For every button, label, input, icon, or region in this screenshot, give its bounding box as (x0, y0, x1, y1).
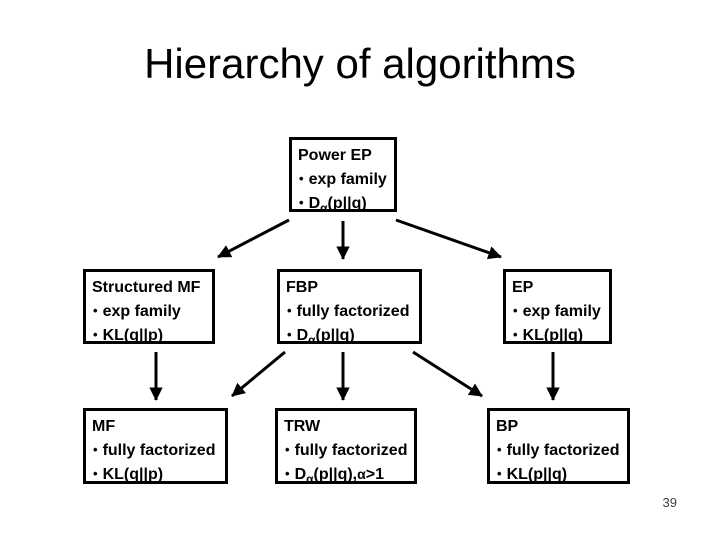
box-title: FBP (286, 279, 318, 296)
bullet-icon: • (93, 466, 98, 481)
bullet-text: exp family (308, 171, 387, 188)
bullet-text: D (308, 195, 321, 212)
bullet-text: exp family (522, 303, 601, 320)
box-title: TRW (284, 418, 321, 435)
box-bullets: • exp family • KL(q||p) (92, 299, 212, 347)
bullet-text: D (294, 466, 307, 483)
box-bullets: • fully factorized • KL(p||q) (496, 438, 627, 486)
bullet-line: • exp family (298, 167, 394, 191)
bullet-icon: • (93, 327, 98, 342)
bullet-line: • fully factorized (92, 438, 225, 462)
bullet-line: • KL(q||p) (92, 323, 212, 347)
box-fbp: FBP • fully factorized • Dα(p||q) (277, 269, 422, 347)
bullet-line: • fully factorized (284, 438, 414, 462)
bullet-icon: • (513, 303, 518, 318)
bullet-line: • Dα(p||q) (286, 323, 419, 352)
bullet-icon: • (93, 442, 98, 457)
bullet-text: fully factorized (506, 442, 620, 459)
bullet-text: α (320, 201, 328, 215)
arrow-powerep-to-structuredmf (217, 218, 290, 259)
bullet-text: (p||q) (327, 195, 367, 212)
bullet-text: fully factorized (102, 442, 216, 459)
bullet-text: KL(q||p) (102, 466, 164, 483)
bullet-icon: • (285, 466, 290, 481)
bullet-line: • fully factorized (496, 438, 627, 462)
bullet-line: • KL(p||q) (512, 323, 609, 347)
bullet-line: • exp family (512, 299, 609, 323)
box-title: EP (512, 279, 534, 296)
bullet-text: fully factorized (294, 442, 408, 459)
bullet-text: exp family (102, 303, 181, 320)
bullet-icon: • (93, 303, 98, 318)
bullet-text: (p||q), (313, 466, 358, 483)
bullet-icon: • (287, 327, 292, 342)
box-mf: MF • fully factorized • KL(q||p) (83, 408, 228, 484)
bullet-line: • KL(p||q) (496, 462, 627, 486)
box-bullets: • fully factorized • KL(q||p) (92, 438, 225, 486)
box-title: MF (92, 418, 116, 435)
bullet-text: KL(p||q) (522, 327, 584, 344)
bullet-line: • exp family (92, 299, 212, 323)
box-bp: BP • fully factorized • KL(p||q) (487, 408, 630, 484)
box-title: Power EP (298, 147, 372, 164)
bullet-text: fully factorized (296, 303, 410, 320)
box-bullets: • exp family • Dα(p||q) (298, 167, 394, 220)
box-structured-mf: Structured MF • exp family • KL(q||p) (83, 269, 215, 344)
bullet-icon: • (299, 171, 304, 186)
bullet-text: D (296, 327, 309, 344)
arrow-powerep-to-ep (395, 218, 502, 260)
box-ep: EP • exp family • KL(p||q) (503, 269, 612, 344)
box-bullets: •fully factorized•Dα(p||q),α>1 (284, 438, 414, 491)
bullet-line: • fully factorized (286, 299, 419, 323)
box-bullets: • fully factorized • Dα(p||q) (286, 299, 419, 352)
arrow-fbp-to-mf (231, 350, 286, 398)
bullet-icon: • (287, 303, 292, 318)
bullet-icon: • (285, 442, 290, 457)
bullet-icon: • (497, 442, 502, 457)
page-number: 39 (662, 495, 677, 510)
arrow-fbp-to-bp (412, 350, 483, 398)
bullet-line: •Dα(p||q),α>1 (284, 462, 414, 491)
box-power-ep: Power EP • exp family • Dα(p||q) (289, 137, 397, 215)
box-trw: TRW •fully factorized•Dα(p||q),α>1 (275, 408, 417, 486)
bullet-text: KL(q||p) (102, 327, 164, 344)
bullet-line: • KL(q||p) (92, 462, 225, 486)
bullet-icon: • (513, 327, 518, 342)
bullet-icon: • (299, 195, 304, 210)
bullet-text: >1 (365, 466, 384, 483)
bullet-icon: • (497, 466, 502, 481)
bullet-line: • Dα(p||q) (298, 191, 394, 220)
bullet-text: α (357, 466, 366, 482)
bullet-text: α (306, 472, 314, 486)
bullet-text: α (308, 333, 316, 347)
box-title: BP (496, 418, 519, 435)
bullet-text: (p||q) (315, 327, 355, 344)
page-title: Hierarchy of algorithms (144, 40, 576, 87)
bullet-text: KL(p||q) (506, 466, 568, 483)
box-bullets: • exp family • KL(p||q) (512, 299, 609, 347)
box-title: Structured MF (92, 279, 201, 296)
